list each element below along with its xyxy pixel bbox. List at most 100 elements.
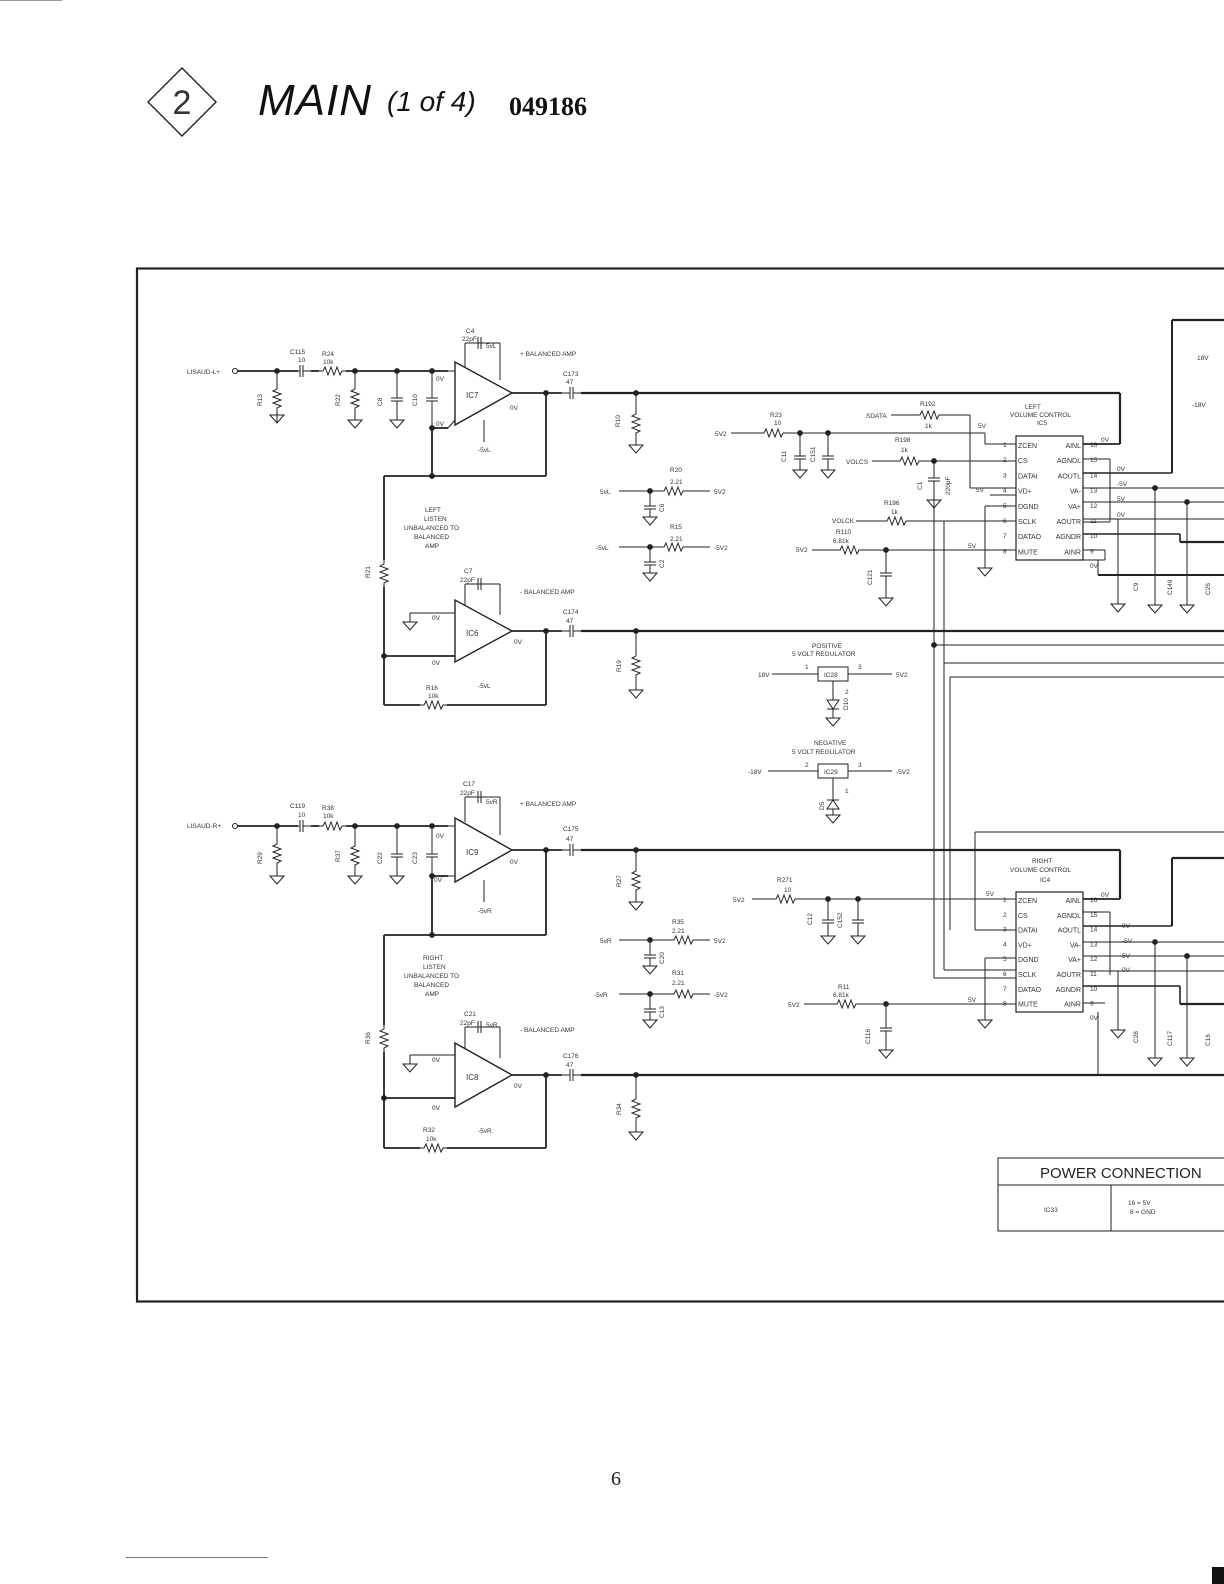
svg-text:2.21: 2.21 [670,536,683,543]
svg-text:5vL: 5vL [600,489,611,496]
svg-text:-18V: -18V [748,769,762,776]
ic-pin-right-name: AOUTL [1058,473,1081,480]
svg-text:C151: C151 [810,446,817,462]
svg-text:2.21: 2.21 [670,479,683,486]
svg-text:R20: R20 [670,467,682,474]
svg-text:2: 2 [805,762,809,769]
svg-text:5V2: 5V2 [733,897,745,904]
ic-pin-right-name: VA- [1070,942,1082,949]
svg-text:SDATA: SDATA [866,413,887,420]
svg-text:0V: 0V [1090,563,1099,570]
svg-text:C173: C173 [563,371,579,378]
schematic-frame [135,267,1224,1303]
svg-text:0V: 0V [1090,1015,1099,1022]
ic-pin-right-name: AOUTR [1057,972,1082,979]
svg-text:16 = 5V: 16 = 5V [1128,1200,1151,1207]
ic-pin-number: 12 [1090,956,1098,963]
ic-pin-right-name: AOUTL [1058,928,1081,935]
ic-pin-right-name: AOUTR [1057,519,1082,526]
svg-text:0V: 0V [1117,512,1126,519]
svg-text:R192: R192 [920,401,936,408]
power-connection-table: POWER CONNECTION IC33 16 = 5V 8 = GND [997,1157,1224,1232]
svg-text:220pF: 220pF [945,477,952,495]
svg-text:R271: R271 [777,877,793,884]
ic-pin-right-name: AGNDL [1057,458,1081,465]
svg-text:47: 47 [566,1062,574,1069]
ic-pin-right-name: VA+ [1068,957,1081,964]
svg-text:R27: R27 [616,875,623,887]
svg-text:C10: C10 [412,394,419,406]
svg-text:10: 10 [298,357,306,364]
page-title: MAIN [258,76,372,125]
ic-pin-left-name: DATAO [1018,987,1042,994]
svg-text:R19: R19 [616,660,623,672]
svg-text:2.21: 2.21 [672,928,685,935]
svg-text:0V: 0V [432,1057,441,1064]
svg-text:C20: C20 [659,952,666,964]
svg-text:AMP: AMP [425,991,439,998]
ic-pin-left-name: MUTE [1018,549,1038,556]
svg-text:6.81k: 6.81k [833,992,850,999]
svg-text:C28: C28 [1133,1031,1140,1043]
svg-text:3: 3 [858,762,862,769]
svg-text:R196: R196 [884,500,900,507]
ic-pin-number: 10 [1090,986,1098,993]
svg-text:IC8: IC8 [466,1073,479,1082]
svg-text:C149: C149 [1167,579,1174,595]
svg-text:R198: R198 [895,437,911,444]
left-opamp-a-label: IC7 [466,391,479,400]
svg-text:-5vR: -5vR [594,992,608,999]
svg-text:IC29: IC29 [824,769,838,776]
svg-text:R21: R21 [365,566,372,578]
power-connection-title: POWER CONNECTION [1040,1165,1202,1182]
svg-text:IC6: IC6 [466,629,479,638]
svg-text:R35: R35 [672,919,684,926]
svg-text:0V: 0V [432,660,441,667]
svg-text:1k: 1k [925,423,933,430]
ic-pin-left-name: SCLK [1018,519,1037,526]
svg-text:BALANCED: BALANCED [414,982,449,989]
svg-text:0V: 0V [514,1083,523,1090]
svg-text:1k: 1k [901,447,909,454]
svg-text:0V: 0V [1101,437,1110,444]
svg-text:22pF: 22pF [460,577,475,584]
svg-text:C26: C26 [1205,583,1212,595]
top-rule [0,0,62,1]
svg-text:C115: C115 [290,349,305,356]
svg-text:5V2: 5V2 [896,672,908,679]
svg-text:5vR: 5vR [600,938,612,945]
svg-text:R23: R23 [770,412,782,419]
svg-text:-5vR: -5vR [478,1128,492,1135]
svg-text:5 VOLT REGULATOR: 5 VOLT REGULATOR [792,651,856,658]
svg-text:5vR: 5vR [486,1022,498,1029]
svg-text:R10: R10 [615,415,622,427]
ic-pin-number: 13 [1090,488,1098,495]
svg-text:5V2: 5V2 [714,938,726,945]
svg-text:C7: C7 [464,568,473,575]
svg-text:C9: C9 [1133,582,1140,591]
svg-text:5V2: 5V2 [715,431,727,438]
ic-pin-number: 9 [1090,1001,1094,1008]
svg-text:5V: 5V [976,487,985,494]
svg-text:R11: R11 [838,984,850,991]
svg-text:R22: R22 [335,394,342,406]
ic-pin-number: 4 [1003,488,1007,495]
svg-text:C13: C13 [659,1006,666,1018]
svg-text:C16: C16 [1205,1034,1212,1046]
ic-pin-left-name: SCLK [1018,972,1037,979]
svg-text:C174: C174 [563,609,579,616]
section-diamond-icon: 2 [147,67,217,137]
svg-text:C8: C8 [377,397,384,406]
svg-text:8 = GND: 8 = GND [1130,1209,1156,1216]
svg-text:R16: R16 [426,685,438,692]
svg-text:C11: C11 [781,450,788,462]
ic-pin-number: 4 [1003,941,1007,948]
control-bus [931,500,1224,978]
svg-text:C23: C23 [412,852,419,864]
svg-text:10: 10 [784,887,792,894]
svg-text:22pF: 22pF [460,1020,475,1027]
svg-text:5V: 5V [968,543,977,550]
svg-text:VOLUME CONTROL: VOLUME CONTROL [1010,867,1071,874]
svg-text:IC9: IC9 [466,848,479,857]
